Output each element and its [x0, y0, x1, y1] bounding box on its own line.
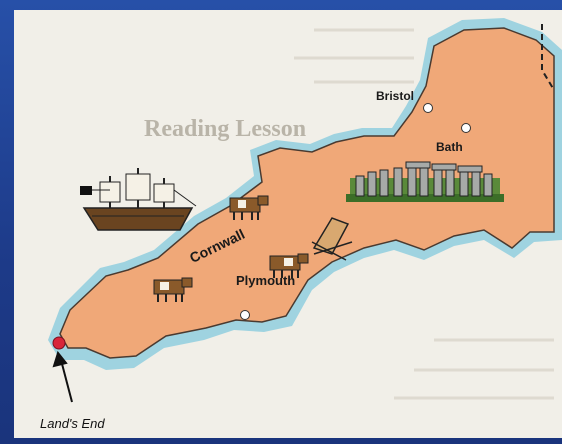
plymouth-marker: [240, 310, 250, 320]
background-lines: [294, 28, 554, 400]
cow-icon: [269, 253, 309, 278]
cow-icon: [153, 277, 193, 302]
county-border: [541, 24, 555, 91]
map-panel: Reading Lesson: [14, 10, 562, 438]
south-west-england-map: [48, 18, 562, 403]
place-label-bath: Bath: [436, 140, 463, 154]
cow-icon: [229, 195, 269, 220]
place-label-plymouth: Plymouth: [236, 273, 296, 288]
ship-icon: [80, 168, 197, 231]
bath-marker: [461, 123, 471, 133]
bristol-marker: [423, 103, 433, 113]
deckchair-icon: [311, 217, 353, 261]
arrow-icon: [52, 350, 73, 403]
background-heading: Reading Lesson: [144, 116, 307, 142]
place-label-lands-end: Land's End: [40, 416, 105, 431]
stonehenge-icon: [346, 161, 504, 202]
lands-end-marker: [52, 336, 66, 350]
place-label-bristol: Bristol: [376, 89, 415, 103]
